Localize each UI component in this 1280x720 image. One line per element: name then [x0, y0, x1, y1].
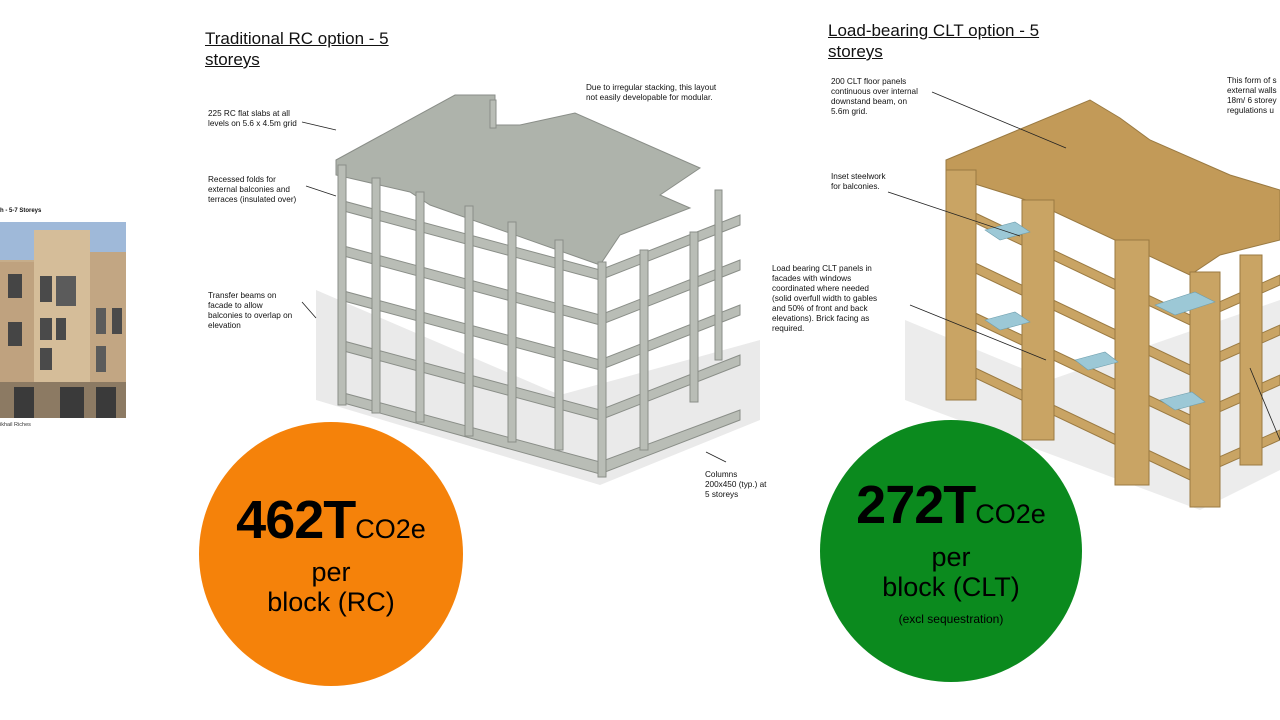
reference-photo [0, 222, 126, 418]
clt-carbon-badge: 272TCO2e per block (CLT) (excl sequestra… [820, 420, 1082, 682]
clt-carbon-unit: CO2e [975, 498, 1046, 529]
clt-note-form-line: 18m/ 6 storey [1227, 96, 1277, 105]
rc-note-beams-line: facade to allow [208, 301, 263, 310]
clt-title-line1: Load-bearing CLT option - 5 [828, 21, 1040, 40]
clt-carbon-note: (excl sequestration) [898, 611, 1004, 626]
rc-carbon-block: block (RC) [267, 586, 395, 617]
rc-carbon-unit: CO2e [355, 513, 426, 544]
rc-note-beams-line: balconies to overlap on [208, 311, 293, 320]
clt-note-floors: 200 CLT floor panels continuous over int… [831, 77, 918, 117]
clt-note-floors-line: 200 CLT floor panels [831, 77, 907, 86]
clt-note-walls-line: Load bearing CLT panels in [772, 264, 872, 273]
rc-title: Traditional RC option - 5 storeys [205, 28, 389, 70]
rc-note-slabs: 225 RC flat slabs at all levels on 5.6 x… [208, 109, 297, 129]
clt-note-steel-line: Inset steelwork [831, 172, 886, 181]
clt-note-walls-line: elevations). Brick facing as [772, 314, 870, 323]
clt-note-form-line: external walls [1227, 86, 1277, 95]
rc-note-columns: Columns 200x450 (typ.) at 5 storeys [705, 470, 766, 500]
clt-note-form: This form of s external walls 18m/ 6 sto… [1227, 76, 1280, 116]
rc-note-stacking: Due to irregular stacking, this layout n… [586, 83, 716, 103]
rc-note-slabs-line: 225 RC flat slabs at all [208, 109, 290, 118]
clt-note-walls-line: required. [772, 324, 805, 333]
rc-title-line1: Traditional RC option - 5 [205, 29, 389, 48]
rc-carbon-value-row: 462TCO2e [236, 492, 426, 557]
reference-caption: h - 5-7 Storeys [0, 208, 42, 214]
rc-carbon-per: per [311, 556, 351, 587]
rc-note-folds-line: terraces (insulated over) [208, 195, 297, 204]
clt-note-floors-line: continuous over internal [831, 87, 918, 96]
clt-carbon-value-row: 272TCO2e [856, 477, 1046, 542]
clt-note-walls-line: and 50% of front and back [772, 304, 868, 313]
rc-note-columns-line: 5 storeys [705, 490, 739, 499]
clt-note-walls-line: coordinated where needed [772, 284, 869, 293]
rc-note-folds: Recessed folds for external balconies an… [208, 175, 296, 205]
rc-note-beams-line: Transfer beams on [208, 291, 277, 300]
clt-note-form-line: This form of s [1227, 76, 1277, 85]
clt-note-form-line: regulations u [1227, 106, 1274, 115]
rc-note-folds-line: Recessed folds for [208, 175, 276, 184]
clt-note-steel: Inset steelwork for balconies. [831, 172, 886, 192]
rc-note-stacking-line: not easily developable for modular. [586, 93, 713, 102]
rc-note-columns-line: 200x450 (typ.) at [705, 480, 767, 489]
clt-note-floors-line: downstand beam, on [831, 97, 908, 106]
reference-photo-drawing [0, 222, 126, 418]
rc-note-columns-line: Columns [705, 470, 738, 479]
reference-credit: ikhail Riches [0, 422, 31, 428]
clt-title: Load-bearing CLT option - 5 storeys [828, 20, 1039, 62]
rc-note-beams-line: elevation [208, 321, 241, 330]
rc-title-line2: storeys [205, 50, 260, 69]
clt-title-line2: storeys [828, 42, 883, 61]
clt-carbon-block: block (CLT) [882, 571, 1020, 602]
rc-note-stacking-line: Due to irregular stacking, this layout [586, 83, 717, 92]
clt-note-walls-line: facades with windows [772, 274, 852, 283]
clt-carbon-per: per [931, 541, 971, 572]
clt-note-walls: Load bearing CLT panels in facades with … [772, 264, 877, 334]
rc-note-beams: Transfer beams on facade to allow balcon… [208, 291, 292, 331]
rc-note-slabs-line: levels on 5.6 x 4.5m grid [208, 119, 297, 128]
clt-note-walls-line: (solid overfull width to gables [772, 294, 878, 303]
clt-note-floors-line: 5.6m grid. [831, 107, 868, 116]
clt-note-steel-line: for balconies. [831, 182, 880, 191]
rc-carbon-badge: 462TCO2e per block (RC) [199, 422, 463, 686]
rc-carbon-value: 462T [236, 489, 356, 550]
rc-note-folds-line: external balconies and [208, 185, 290, 194]
clt-carbon-value: 272T [856, 474, 976, 535]
